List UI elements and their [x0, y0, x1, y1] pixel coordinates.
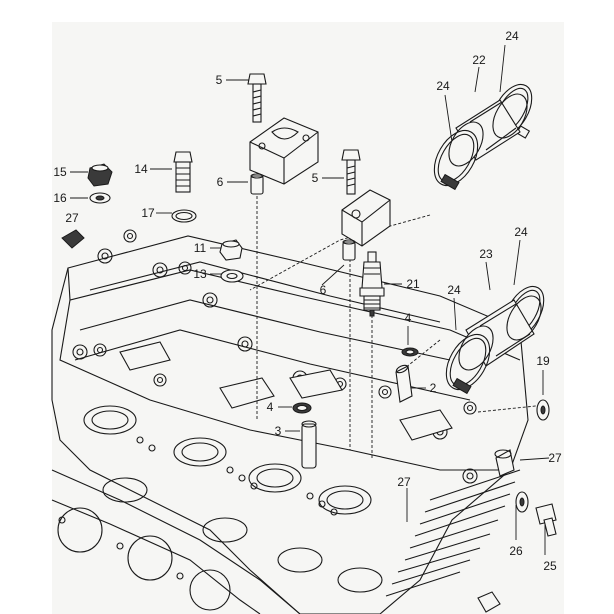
intake-holder-upper	[448, 93, 528, 167]
clamp-upper-left	[433, 129, 479, 191]
callout-24-b: 24	[436, 79, 450, 93]
callout-24-d: 24	[447, 283, 461, 297]
callout-16: 16	[53, 191, 67, 205]
bolt-25	[535, 503, 557, 537]
callout-17: 17	[141, 206, 155, 220]
callout-5-top: 5	[216, 73, 223, 87]
clamp-lower-left	[445, 333, 491, 395]
callout-19: 19	[536, 354, 550, 368]
callout-3: 3	[275, 424, 282, 438]
rubber-plug-left	[61, 229, 85, 249]
cam-cap-top	[249, 117, 319, 185]
callout-27-right: 27	[548, 451, 562, 465]
spark-plug	[359, 251, 385, 317]
dowel-middle	[342, 239, 356, 261]
callout-27-left: 27	[65, 211, 79, 225]
callout-labels: 24 22 24 5 15 14 6 5 16 27 17 24 23 11 1…	[53, 29, 562, 573]
bolt-top	[247, 73, 267, 123]
o-ring-small-center	[292, 402, 312, 414]
cylinder-head	[51, 229, 529, 614]
callout-13: 13	[193, 267, 207, 281]
dowel-pipe	[395, 364, 413, 403]
callout-24-c: 24	[514, 225, 528, 239]
cap-nut-11	[219, 239, 243, 261]
o-ring-small-right	[401, 347, 419, 357]
cap-nut	[87, 163, 113, 187]
callout-5-middle: 5	[312, 171, 319, 185]
callout-22: 22	[472, 53, 486, 67]
callout-6-top: 6	[217, 175, 224, 189]
callout-6-middle: 6	[320, 283, 327, 297]
washer-19	[536, 399, 550, 421]
callout-4-center: 4	[267, 400, 274, 414]
bolt-middle	[341, 149, 361, 195]
rubber-plug-right	[494, 449, 515, 477]
dowel-top	[250, 173, 264, 195]
callout-23: 23	[479, 247, 493, 261]
callout-14: 14	[134, 162, 148, 176]
o-ring	[171, 209, 197, 223]
washer-16	[89, 192, 111, 204]
dowel-3	[301, 420, 317, 469]
cam-cap-middle	[341, 189, 391, 247]
callout-21: 21	[406, 277, 420, 291]
callout-27-bottom: 27	[397, 475, 411, 489]
callout-15: 15	[53, 165, 67, 179]
washer-26	[515, 491, 529, 513]
callout-4-right: 4	[405, 311, 412, 325]
stud	[173, 151, 193, 193]
bolt-bottom	[477, 591, 501, 613]
callout-2: 2	[430, 381, 437, 395]
callout-11: 11	[194, 241, 207, 255]
callout-24-a: 24	[505, 29, 519, 43]
callout-25: 25	[543, 559, 557, 573]
callout-26: 26	[509, 544, 523, 558]
washer-13	[220, 269, 244, 283]
